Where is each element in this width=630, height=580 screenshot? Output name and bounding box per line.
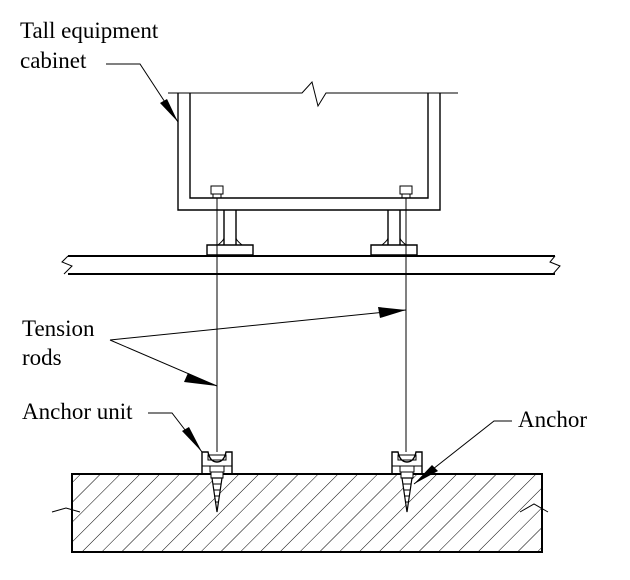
base-channel — [61, 255, 561, 275]
cabinet-outline — [168, 80, 458, 211]
leader-tension-rods — [109, 307, 407, 387]
leader-anchor-unit — [148, 412, 203, 453]
anchor-unit-right — [391, 451, 423, 474]
concrete-slab — [51, 473, 549, 553]
label-cabinet-line2: cabinet — [20, 48, 87, 73]
leader-cabinet — [106, 63, 179, 123]
support-foot-right — [370, 210, 418, 256]
label-tension-line2: rods — [22, 345, 62, 370]
anchor-unit-left — [201, 451, 233, 474]
label-anchor: Anchor — [518, 407, 587, 432]
label-cabinet-line1: Tall equipment — [20, 18, 159, 43]
support-foot-left — [206, 210, 254, 256]
rod-nut-left — [210, 185, 224, 199]
label-anchor-unit: Anchor unit — [22, 399, 133, 424]
rod-nut-right — [399, 185, 413, 199]
anchor-left — [210, 471, 224, 513]
anchor-right — [400, 471, 414, 513]
label-tension-line1: Tension — [22, 316, 95, 341]
leader-anchor — [413, 420, 512, 485]
